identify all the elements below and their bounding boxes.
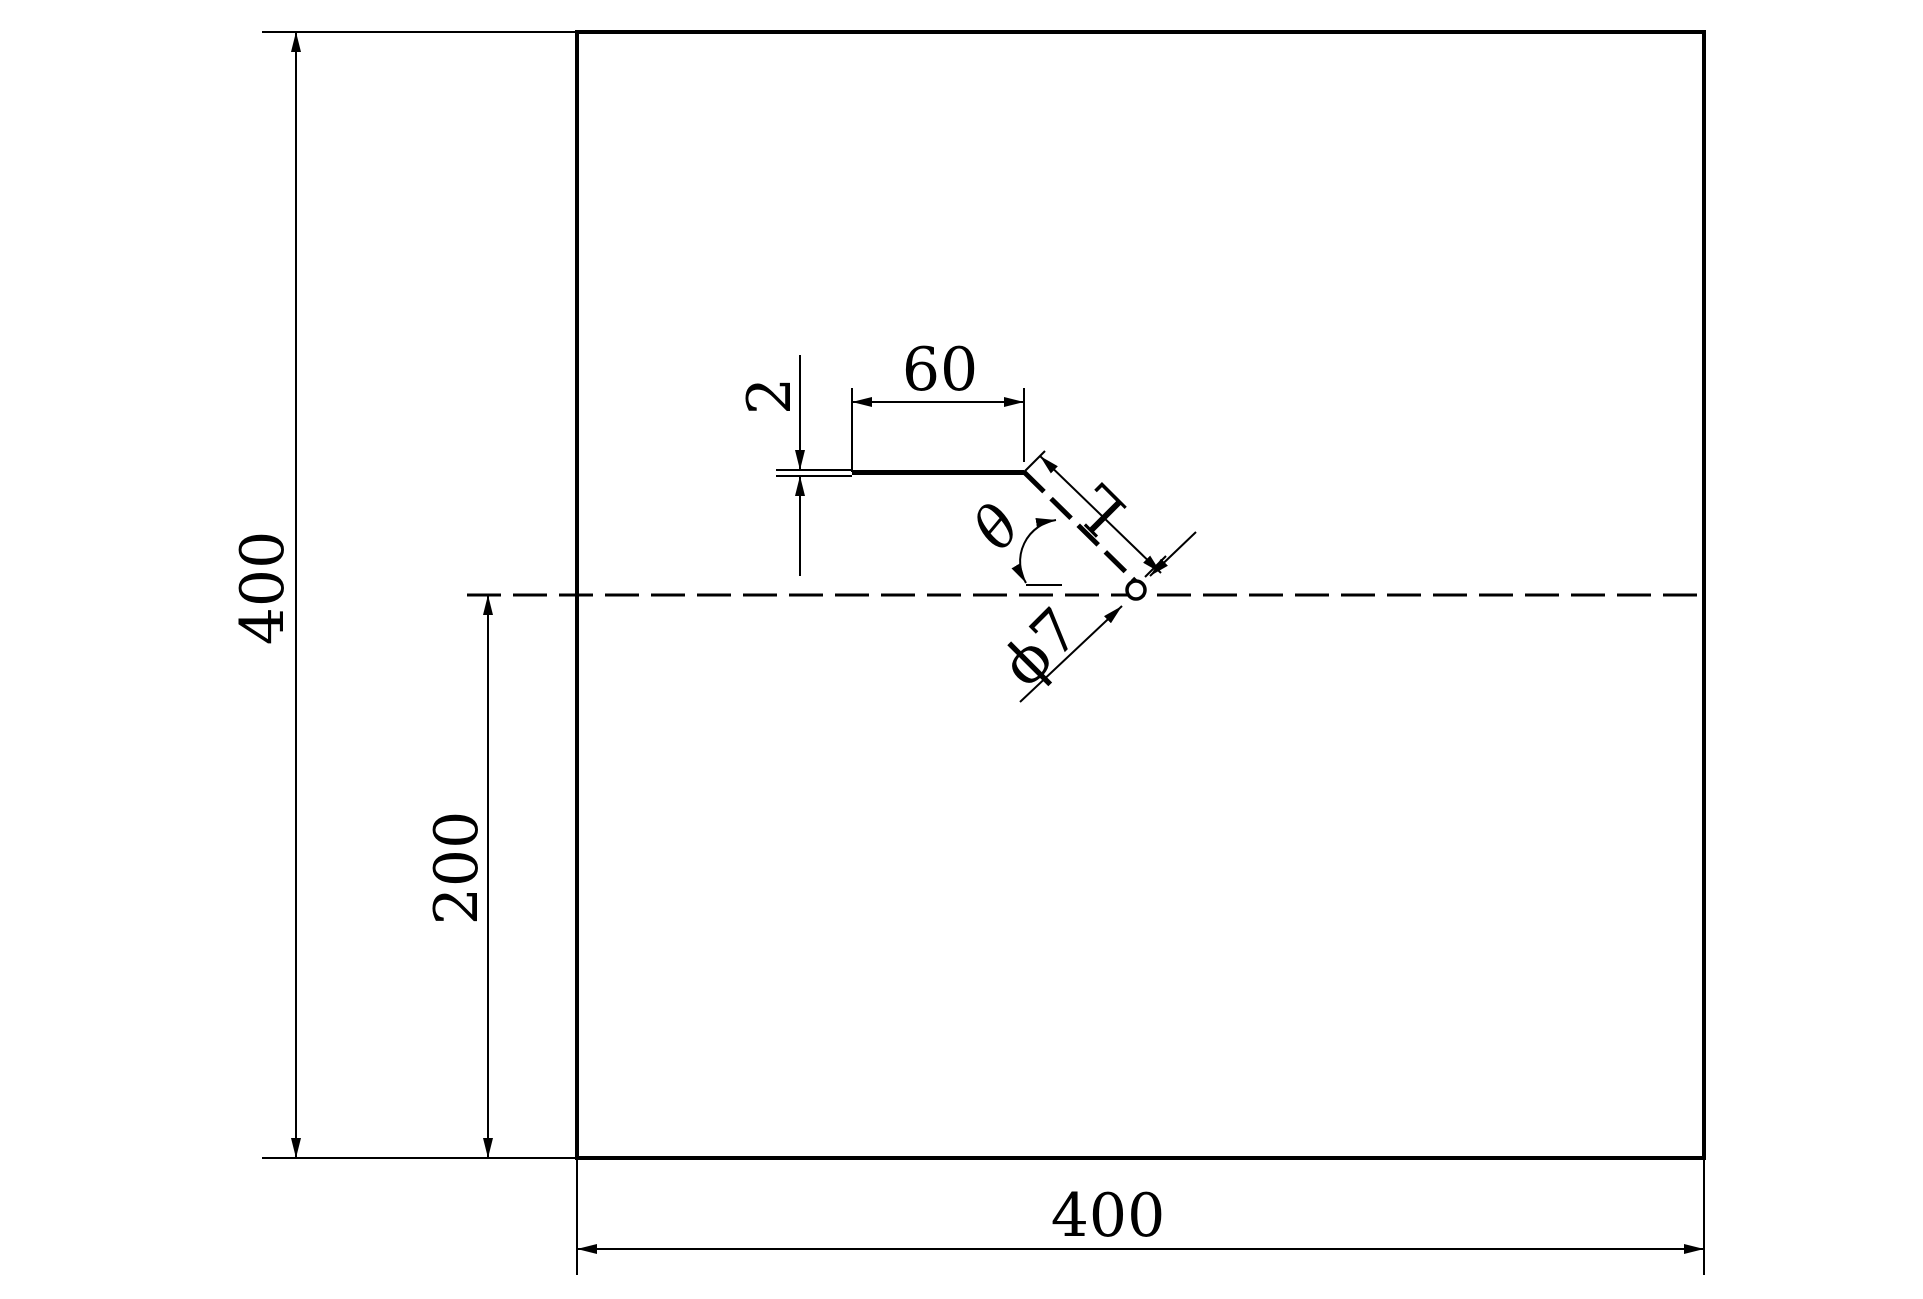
width-dimension-label: 400 <box>1051 1181 1166 1251</box>
branch-length-dimension: L <box>1023 450 1167 578</box>
height-dimension: 400 <box>228 31 577 1159</box>
hole-diameter-dimension-label: ϕ7 <box>988 595 1093 700</box>
branch-angle: θ <box>959 492 1062 586</box>
width-dimension: 400 <box>576 1158 1705 1275</box>
crack-length-dimension-label: 60 <box>902 335 978 405</box>
height-dimension-label: 400 <box>228 531 298 646</box>
crack-length-dimension: 60 <box>851 335 1025 472</box>
branch-length-dimension-label: L <box>1062 470 1140 548</box>
hole <box>1125 579 1147 601</box>
crack-slot <box>852 470 1024 475</box>
half-height-dimension-label: 200 <box>422 811 492 926</box>
crack-width-dimension-label: 2 <box>735 377 805 415</box>
crack-width-dimension: 2 <box>735 355 852 576</box>
branch-angle-label: θ <box>959 492 1034 562</box>
half-height-dimension: 200 <box>422 595 493 1158</box>
